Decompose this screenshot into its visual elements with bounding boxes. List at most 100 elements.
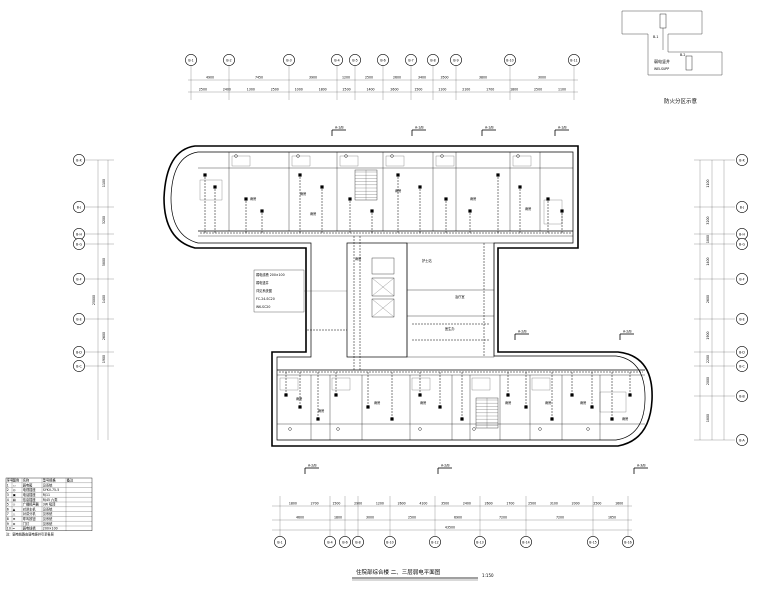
left-dimension-part: 1400 [102,295,106,303]
legend-cell: 4 [7,498,9,502]
left-dimension-part: 3200 [102,216,106,224]
bottom-dimension-part: 2600 [485,502,493,506]
section-mark-label: A-2/B [441,464,450,468]
left-dimension-part: 5800 [102,258,106,266]
right-dimension-part: 1400 [706,257,710,265]
legend-cell: △ [13,512,16,516]
bottom-grid-bubble: B-1 [274,536,286,548]
bottom-dimension-part: 4100 [419,502,427,506]
legend-cell: SYKV-75-5 [43,488,59,492]
legend-cell: 见系统 [43,521,53,526]
legend-cell: ▭ [13,483,16,487]
building-walls [163,145,653,447]
legend-cell: 弱电箱 [23,482,33,487]
top-grid-bubble-label: B-6 [380,58,385,62]
top-grid-bubble-label: B-10 [506,58,513,62]
legend-cell: ━ [12,527,15,531]
bottom-grid-bubble: B-12 [429,536,441,548]
bottom-grid-bubble-label: B-12 [431,540,438,544]
bottom-dimension-part: 1700 [506,502,514,506]
right-dimension-part: 1100 [706,179,710,187]
legend-header: 备注 [67,478,74,483]
room-label: 护士站 [422,258,432,263]
right-grid-bubble: B-K [736,154,748,166]
bottom-dimension-part: 2500 [528,502,536,506]
bottom-grid-bubble: B-14 [520,536,532,548]
legend-cell: 5 [7,503,9,507]
legend-cell: 见系统 [43,482,53,487]
legend-cell: 门灯 [23,521,30,526]
right-grid-bubble-label: B-F [739,277,744,281]
right-grid-bubble-label: B-J [740,205,745,209]
legend-cell: 7 [7,512,9,516]
legend-cell: ⊗ [13,522,16,526]
left-grid-bubble: B-C [73,360,85,372]
top-dimension-total: 3500 [440,76,448,80]
right-grid-bubble-label: B-D [739,350,745,354]
top-dimension-part: 1800 [319,88,327,92]
top-grid-bubble: B-7 [405,54,417,66]
section-mark-label: A-1/B [415,126,424,130]
legend-cell: 对讲分机 [23,511,37,516]
top-dimension-part: 1100 [558,88,566,92]
legend-cell: ◇ [13,503,16,507]
room-label: 病房 [310,211,316,216]
legend-cell: 弱电线槽 [23,526,37,531]
top-grid-bubble: B-6 [377,54,389,66]
top-grid-bubble: B-5 [349,54,361,66]
top-dimension-part: 2600 [390,88,398,92]
room-label: 医生办 [445,326,455,331]
top-dimension-part: 1800 [510,88,518,92]
legend-cell: 1 [7,483,9,487]
legend-cell: 呼叫按钮 [23,516,37,521]
legend-cell: ▤ [13,498,16,502]
left-grid-bubble: B-E [73,313,85,325]
bottom-dimension-part: 2500 [593,502,601,506]
top-dimension-total: 3400 [418,76,426,80]
key-plan: B-1 B-2 弱电竖井 WELSUPP 防火分区示意 [621,10,723,105]
section-mark-label: A-2/B [623,330,632,334]
top-grid-bubble: B-8 [427,54,439,66]
top-dimension-part: 1700 [486,88,494,92]
section-mark-label: A-2/B [518,330,527,334]
right-grid-bubble: B-C [736,360,748,372]
detail-callout: 弱电线槽 200×100 弱电竖井 详见系统图 FC-24-SC20 WK-SC… [253,269,347,313]
right-dimension-part: 1800 [706,235,710,243]
legend-cell: ▲ [13,507,16,511]
right-grid-bubble-label: B-B [739,394,744,398]
legend-cell: 广播扬声器 [23,502,40,507]
legend-header: 图例 [13,478,19,483]
top-dimension-part: 2500 [343,88,351,92]
bottom-dimension-total: 1650 [608,516,616,520]
callout-line-2: 弱电竖井 [256,280,269,285]
bottom-dimension-total: 3000 [366,516,374,520]
bottom-grid-bubble-label: B-14 [522,540,529,544]
right-grid-bubble-label: B-K [739,158,745,162]
room-partitions [199,152,627,440]
left-grid-bubble-label: B-F [76,277,81,281]
right-grid-bubble-label: B-C [739,364,745,368]
top-dimension-part: 2400 [223,88,231,92]
top-dimension-total: 2500 [365,76,373,80]
right-dimension-part: 1900 [706,331,710,339]
bottom-dimension-part: 3100 [550,502,558,506]
legend-header: 序号 [7,478,13,483]
left-dimension-part: 2600 [102,332,106,340]
right-grid-bubble: B-E [736,313,748,325]
top-grid-bubble-label: B-8 [430,58,435,62]
right-grid-bubble-label: B-E [739,317,744,321]
right-grid-bubble-label: B-G [739,242,745,246]
top-dimension-total: 2600 [393,76,401,80]
bottom-grid-bubble-label: B-8 [355,540,360,544]
right-grid-bubble: B-A [736,434,748,446]
right-grid-bubble: B-J [736,201,748,213]
right-dimension-part: 2200 [706,355,710,363]
right-grid-axes: B-KB-JB-HB-GB-FB-EB-DB-CB-BB-A1100320018… [694,154,748,446]
bottom-grid-bubble-label: B-1 [277,540,282,544]
drawing-scale: 1:150 [482,573,494,578]
right-grid-bubble: B-G [736,238,748,250]
top-dimension-total: 3800 [479,76,487,80]
bottom-dimension-part: 2600 [398,502,406,506]
bottom-dimension-total: 4600 [296,516,304,520]
